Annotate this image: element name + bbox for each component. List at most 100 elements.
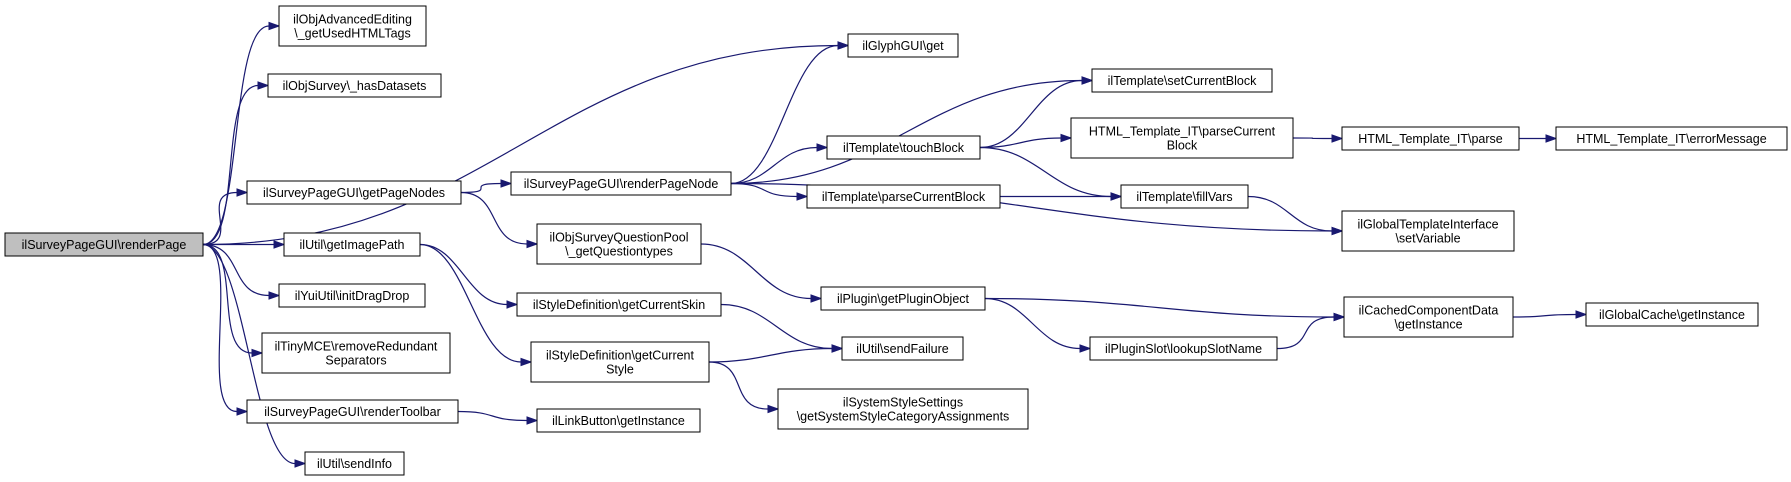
node-label: ilSurveyPageGUI\renderPage	[22, 238, 187, 252]
edge-parseCurrentBlock-to-fillVars	[1000, 192, 1123, 201]
node-glyphGet[interactable]: ilGlyphGUI\get	[847, 33, 959, 58]
edge-renderPageNode-to-glyphGet	[730, 41, 850, 185]
edge-line	[202, 243, 296, 465]
edge-line	[979, 146, 1112, 198]
node-label: \setVariable	[1395, 232, 1460, 246]
node-renderPageNode[interactable]: ilSurveyPageGUI\renderPageNode	[510, 171, 732, 196]
node-linkButton[interactable]: ilLinkButton\getInstance	[536, 408, 701, 433]
node-lookupSlotName[interactable]: ilPluginSlot\lookupSlotName	[1089, 336, 1278, 361]
node-label: ilUtil\sendFailure	[856, 342, 948, 356]
node-pluginObject[interactable]: ilPlugin\getPluginObject	[820, 286, 986, 311]
edge-renderPage-to-getImagePath	[203, 240, 286, 249]
edge-getImagePath-to-getCurrentStyle	[419, 243, 533, 367]
edge-line	[202, 243, 270, 297]
node-label: ilGlobalCache\getInstance	[1599, 308, 1745, 322]
node-getUsedHTMLTags[interactable]: ilObjAdvancedEditing\_getUsedHTMLTags	[278, 5, 427, 47]
edge-getPageNodes-to-getQuestiontypes	[460, 191, 539, 249]
edge-getCurrentStyle-to-sendFailure	[708, 344, 844, 363]
node-sendInfo[interactable]: ilUtil\sendInfo	[304, 451, 405, 476]
edge-renderPage-to-getUsedHTMLTags	[202, 21, 281, 246]
edge-line	[457, 410, 528, 422]
edge-renderPage-to-glyphGet	[202, 41, 850, 246]
node-label: ilUtil\getImagePath	[300, 238, 405, 252]
edge-touchBlock-to-htmlParseCurrent	[979, 133, 1073, 149]
edge-arrowhead	[500, 179, 513, 188]
node-fillVars[interactable]: ilTemplate\fillVars	[1120, 184, 1249, 209]
node-label: ilTemplate\setCurrentBlock	[1108, 74, 1257, 88]
edge-renderToolbar-to-linkButton	[457, 410, 539, 425]
node-label: ilTemplate\touchBlock	[843, 141, 965, 155]
node-box	[1585, 302, 1759, 327]
edge-line	[730, 146, 818, 185]
node-box	[246, 399, 459, 424]
edge-arrowhead	[268, 291, 281, 300]
node-label: ilTemplate\fillVars	[1136, 190, 1232, 204]
edge-line	[202, 243, 238, 413]
node-label: ilPluginSlot\lookupSlotName	[1105, 342, 1262, 356]
edge-line	[979, 79, 1083, 149]
node-sendFailure[interactable]: ilUtil\sendFailure	[841, 336, 964, 361]
edge-line	[730, 182, 798, 198]
edge-renderPage-to-sendInfo	[202, 243, 307, 468]
node-box	[826, 135, 981, 160]
edge-htmlParse-to-errorMessage	[1519, 134, 1558, 143]
node-getCurrentSkin[interactable]: ilStyleDefinition\getCurrentSkin	[516, 292, 722, 317]
node-box	[278, 283, 426, 308]
node-touchBlock[interactable]: ilTemplate\touchBlock	[826, 135, 981, 160]
edge-arrowhead	[831, 344, 844, 353]
edge-arrowhead	[526, 416, 539, 425]
call-graph-nodes: ilSurveyPageGUI\renderPage ilObjAdvancedE…	[4, 5, 1788, 476]
edge-line	[202, 25, 270, 246]
edge-arrowhead	[526, 239, 539, 249]
node-box	[261, 332, 451, 374]
node-initDragDrop[interactable]: ilYuiUtil\initDragDrop	[278, 283, 426, 308]
node-box	[516, 292, 722, 317]
edge-pluginObject-to-lookupSlotName	[984, 297, 1092, 353]
node-label: Style	[606, 363, 634, 377]
node-box	[1091, 68, 1273, 93]
node-hasDatasets[interactable]: ilObjSurvey\_hasDatasets	[267, 73, 442, 98]
edge-line	[460, 191, 528, 245]
node-htmlParseCurrent[interactable]: HTML_Template_IT\parseCurrentBlock	[1070, 117, 1294, 159]
node-label: \_getUsedHTMLTags	[294, 27, 411, 41]
edge-renderPage-to-renderToolbar	[202, 243, 249, 416]
node-renderPage[interactable]: ilSurveyPageGUI\renderPage	[4, 232, 204, 257]
edge-renderPage-to-initDragDrop	[202, 243, 281, 300]
node-label: ilTinyMCE\removeRedundant	[275, 340, 438, 354]
edge-arrowhead	[1110, 192, 1123, 201]
node-box	[1555, 126, 1788, 151]
edge-arrowhead	[268, 21, 281, 31]
node-parseCurrentBlock[interactable]: ilTemplate\parseCurrentBlock	[806, 184, 1001, 209]
node-getPageNodes[interactable]: ilSurveyPageGUI\getPageNodes	[246, 180, 462, 205]
edge-touchBlock-to-setCurrentBlock	[979, 76, 1094, 149]
edge-arrowhead	[816, 143, 829, 152]
node-htmlParse[interactable]: HTML_Template_IT\parse	[1341, 126, 1520, 151]
node-label: ilYuiUtil\initDragDrop	[295, 289, 410, 303]
node-globalCache[interactable]: ilGlobalCache\getInstance	[1585, 302, 1759, 327]
node-getQuestiontypes[interactable]: ilObjSurveyQuestionPool\_getQuestiontype…	[536, 223, 702, 265]
edge-fillVars-to-setVariable	[1247, 195, 1344, 236]
edge-arrowhead	[1081, 76, 1094, 85]
edge-renderPage-to-removeRedundant	[202, 243, 264, 358]
node-errorMessage[interactable]: HTML_Template_IT\errorMessage	[1555, 126, 1788, 151]
edge-line	[984, 297, 1081, 350]
node-label: ilSystemStyleSettings	[843, 396, 963, 410]
node-systemStyle[interactable]: ilSystemStyleSettings\getSystemStyleCate…	[777, 388, 1029, 430]
edge-line	[202, 243, 253, 354]
node-label: Block	[1167, 139, 1198, 153]
edge-line	[1512, 313, 1577, 318]
node-setCurrentBlock[interactable]: ilTemplate\setCurrentBlock	[1091, 68, 1273, 93]
node-label: ilTemplate\parseCurrentBlock	[822, 190, 986, 204]
node-renderToolbar[interactable]: ilSurveyPageGUI\renderToolbar	[246, 399, 459, 424]
edge-arrowhead	[1333, 312, 1346, 322]
node-cachedComponent[interactable]: ilCachedComponentData\getInstance	[1343, 296, 1514, 338]
edge-arrowhead	[1331, 226, 1344, 236]
edge-arrowhead	[520, 357, 533, 367]
node-setVariable[interactable]: ilGlobalTemplateInterface\setVariable	[1341, 210, 1515, 252]
edge-arrowhead	[1079, 344, 1092, 353]
node-getImagePath[interactable]: ilUtil\getImagePath	[283, 232, 421, 257]
node-box	[510, 171, 732, 196]
